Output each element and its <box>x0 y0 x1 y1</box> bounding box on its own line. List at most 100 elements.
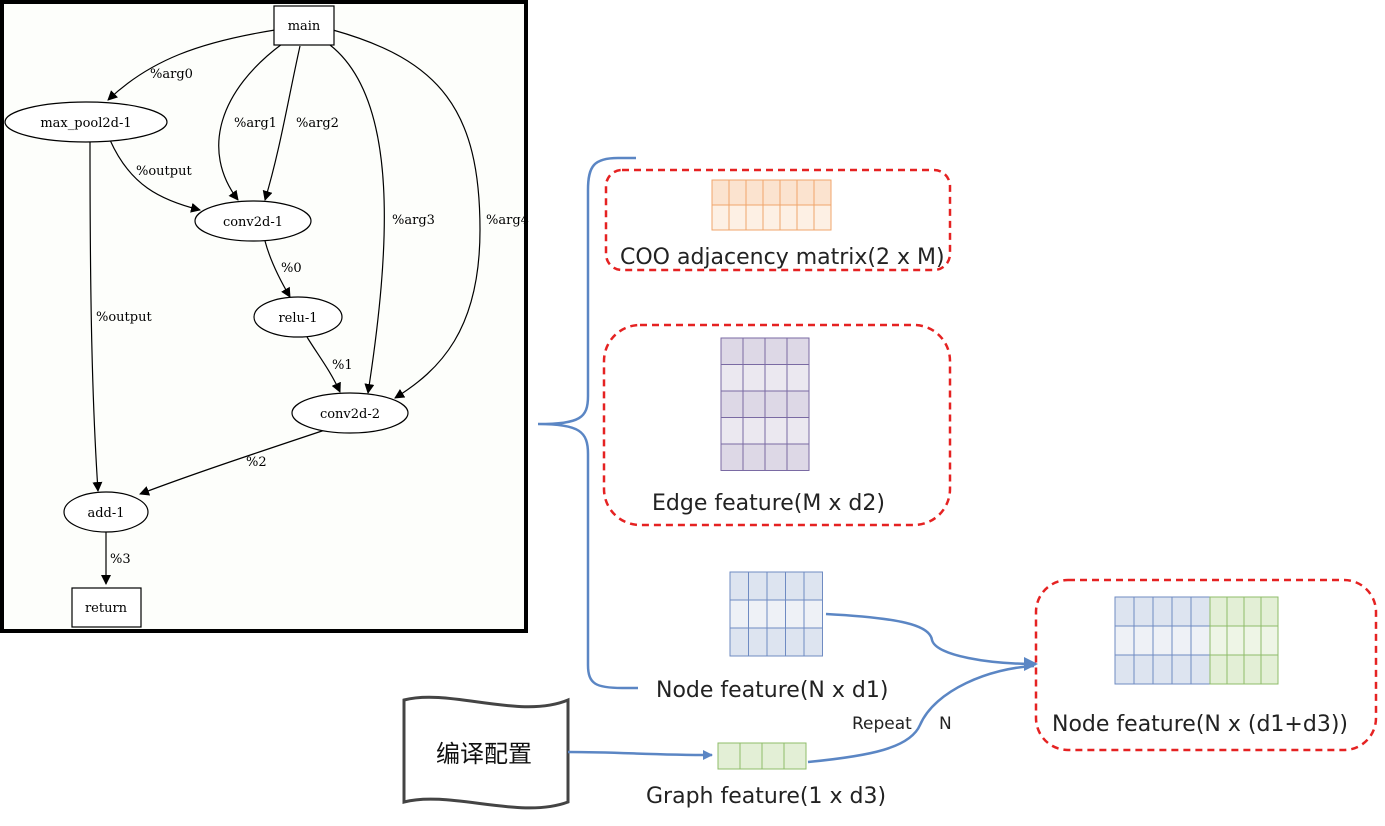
combined-node-cell <box>1133 625 1154 656</box>
edge-cell <box>742 417 766 445</box>
combined-node-cell <box>1152 654 1173 685</box>
edge-label-2: %2 <box>246 455 267 470</box>
coo-cell <box>762 179 781 206</box>
node-cell <box>785 599 805 629</box>
graph-edge-labels: %arg0 %arg1 %arg2 %arg3 %arg4 %output %o… <box>96 67 529 567</box>
node-relu-1 <box>253 296 343 338</box>
connector-graph-to-combined <box>807 664 1035 764</box>
node-cell <box>766 571 786 601</box>
coo-cell <box>796 179 815 206</box>
combined-graph-cell <box>1243 654 1262 685</box>
edge-feature-label: Edge feature(M x d2) <box>652 491 885 516</box>
edge-cell <box>764 443 788 471</box>
combined-graph-cell <box>1260 596 1279 627</box>
combined-node-cell <box>1171 625 1192 656</box>
node-add-1 <box>63 491 149 533</box>
graph-feature-group: Graph feature(1 x d3) <box>646 742 886 809</box>
combined-graph-cell <box>1243 625 1262 656</box>
combined-graph-cell <box>1226 625 1245 656</box>
edge-cell <box>786 443 810 471</box>
edge-cell <box>786 390 810 418</box>
graph-cell <box>739 742 763 770</box>
edge-label-arg2: %arg2 <box>296 116 339 131</box>
edge-cell <box>764 364 788 392</box>
graph-feature-label: Graph feature(1 x d3) <box>646 784 886 809</box>
compile-config-group: 编译配置 <box>402 695 570 810</box>
edge-maxpool-add <box>89 141 103 492</box>
edge-dashed-frame <box>602 323 952 527</box>
node-conv2d-2 <box>291 392 409 434</box>
edge-label-arg1: %arg1 <box>234 116 277 131</box>
edge-cell <box>786 417 810 445</box>
coo-cell <box>728 179 747 206</box>
coo-cell <box>813 204 832 231</box>
edge-cell <box>720 443 744 471</box>
edge-feature-matrix <box>720 337 810 471</box>
coo-cell <box>728 204 747 231</box>
graph-cell <box>783 742 807 770</box>
combined-dashed-frame <box>1034 578 1378 752</box>
node-cell <box>748 627 768 657</box>
edge-main-conv1-b <box>262 45 301 201</box>
edge-maxpool-conv1 <box>109 139 201 213</box>
node-add-1-label: add-1 <box>87 506 124 521</box>
node-max-pool2d-1 <box>4 101 168 143</box>
combined-node-cell <box>1114 596 1135 627</box>
edge-cell <box>742 337 766 365</box>
node-cell <box>766 627 786 657</box>
node-cell <box>748 571 768 601</box>
edge-main-conv1-a <box>218 43 283 201</box>
coo-cell <box>779 204 798 231</box>
node-cell <box>766 599 786 629</box>
combined-node-cell <box>1171 654 1192 685</box>
combined-graph-cell <box>1209 654 1228 685</box>
node-cell <box>803 627 823 657</box>
edge-label-arg3: %arg3 <box>392 213 435 228</box>
edge-cell <box>720 337 744 365</box>
combined-graph-cell <box>1226 654 1245 685</box>
combined-graph-cell <box>1243 596 1262 627</box>
coo-cell <box>779 179 798 206</box>
edge-cell <box>786 364 810 392</box>
edge-cell <box>764 337 788 365</box>
coo-cell <box>745 179 764 206</box>
edge-cell <box>764 390 788 418</box>
node-max-pool2d-1-label: max_pool2d-1 <box>40 116 131 131</box>
combined-node-cell <box>1152 625 1173 656</box>
edge-main-maxpool <box>107 29 276 101</box>
edge-cell <box>742 364 766 392</box>
connectors <box>567 612 1038 764</box>
combined-feature-group: Node feature(N x (d1+d3)) <box>1034 578 1378 752</box>
computation-graph: main max_pool2d-1 conv2d-1 relu-1 conv2d… <box>0 0 529 633</box>
coo-matrix <box>711 179 832 231</box>
node-cell <box>729 571 749 601</box>
node-feature-matrix <box>729 571 823 657</box>
node-cell <box>803 599 823 629</box>
node-conv2d-1-label: conv2d-1 <box>223 215 283 230</box>
edge-cell <box>742 390 766 418</box>
coo-matrix-group: COO adjacency matrix(2 x M) <box>604 168 952 272</box>
connector-node-to-combined <box>825 612 1038 671</box>
node-conv2d-2-label: conv2d-2 <box>320 407 380 422</box>
edge-label-arg0: %arg0 <box>150 67 193 82</box>
combined-graph-cell <box>1209 625 1228 656</box>
node-cell <box>803 571 823 601</box>
coo-cell <box>796 204 815 231</box>
combined-graph-cell <box>1226 596 1245 627</box>
edge-relu-conv2 <box>306 336 341 393</box>
combined-feature-matrix <box>1114 596 1279 685</box>
graph-feature-vector <box>717 742 807 770</box>
edge-conv1-relu <box>264 240 291 298</box>
repeat-n-label: N <box>939 714 952 734</box>
edge-cell <box>720 364 744 392</box>
edge-label-3: %3 <box>110 552 131 567</box>
combined-node-cell <box>1114 654 1135 685</box>
edge-feature-group: Edge feature(M x d2) <box>602 323 952 527</box>
combined-node-cell <box>1152 596 1173 627</box>
edge-cell <box>764 417 788 445</box>
node-cell <box>729 627 749 657</box>
combined-node-cell <box>1133 654 1154 685</box>
compile-config-shape <box>402 695 570 810</box>
graph-cell <box>717 742 741 770</box>
